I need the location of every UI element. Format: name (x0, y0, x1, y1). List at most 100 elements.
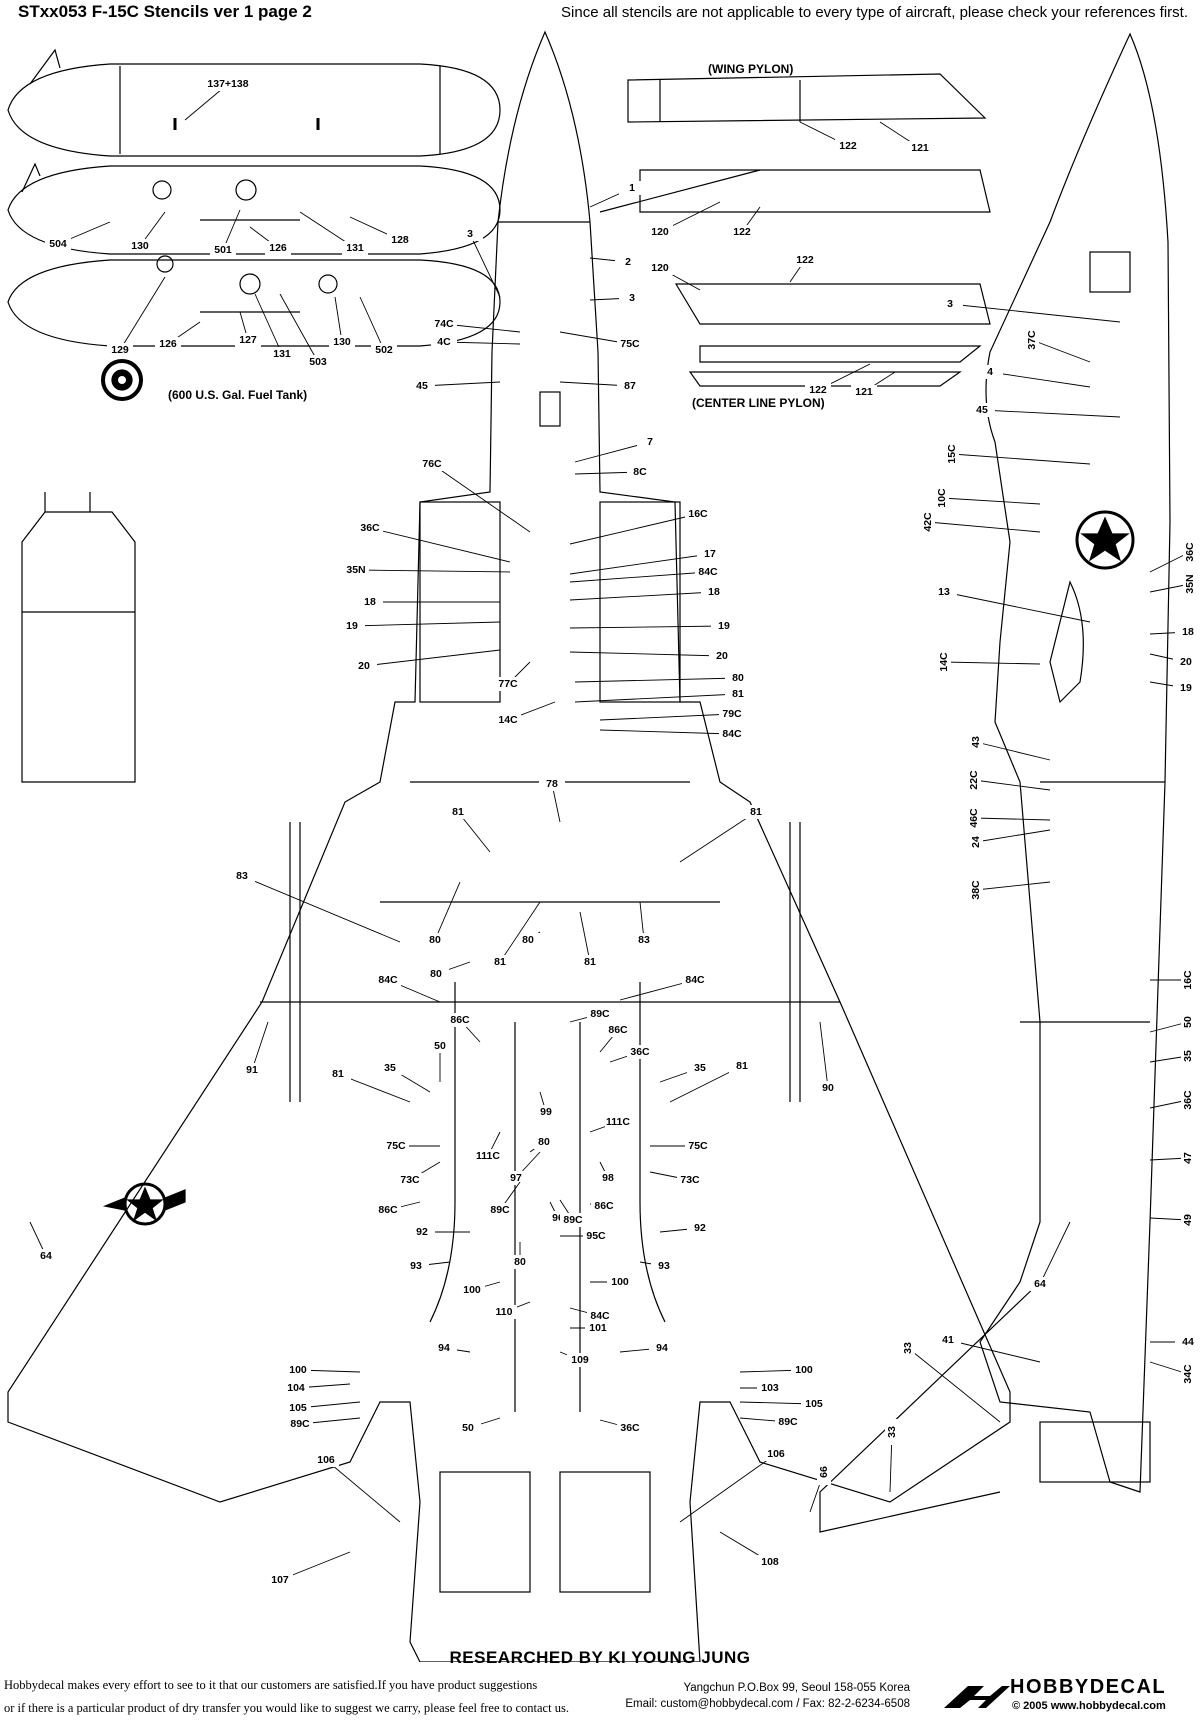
callout-148: 64 (1027, 1221, 1071, 1291)
callout-129: 42C (921, 509, 1041, 535)
callout-label: 121 (855, 386, 873, 398)
callout-13: 130 (329, 296, 355, 349)
callout-leader (569, 651, 723, 657)
callout-label-bg (431, 1341, 457, 1355)
callout-label: 50 (462, 1422, 474, 1434)
callout-label-bg (685, 507, 711, 521)
callout-leader (574, 693, 739, 703)
callout-label-bg (487, 1203, 513, 1217)
callout-leader (569, 553, 711, 575)
callout-leader (569, 625, 725, 629)
callout-label-bg (682, 973, 708, 987)
callout-19: 120 (647, 261, 701, 291)
callout-label: 89C (563, 1214, 583, 1226)
callout-label-bg (1181, 1043, 1195, 1069)
callout-64: 89C (569, 1007, 613, 1023)
callout-leader (907, 1347, 1001, 1423)
callout-label-bg (1181, 1087, 1195, 1113)
callout-22: 121 (851, 371, 896, 399)
callout-label: 76C (422, 458, 442, 470)
roundel-icon (101, 359, 143, 401)
callout-label-bg (605, 1023, 631, 1037)
callout-label-bg (409, 1225, 435, 1239)
callout-label-bg (687, 1221, 713, 1235)
hobbydecal-logo-icon (944, 1686, 1010, 1708)
callout-51: 84C (599, 727, 745, 741)
callout-label-bg (619, 181, 645, 195)
callout-label-bg (375, 1203, 401, 1217)
callout-label: 127 (239, 334, 257, 346)
callout-label: 99 (540, 1106, 552, 1118)
callout-136: 19 (1149, 681, 1199, 695)
callout-label-bg (607, 1275, 633, 1289)
callout-label: 81 (452, 806, 464, 818)
callout-61: 80 (423, 961, 471, 981)
callout-label-bg (409, 379, 435, 393)
callout-label: 137+138 (207, 78, 248, 90)
callout-label-bg (269, 347, 295, 361)
callout-label-bg (1173, 681, 1199, 695)
callout-104: 94 (619, 1341, 675, 1355)
callout-label: 92 (694, 1222, 706, 1234)
callout-leader (254, 293, 283, 355)
callout-label-bg (697, 547, 723, 561)
callout-12: 503 (279, 293, 331, 369)
callout-label-bg (531, 1135, 557, 1149)
callout-label-bg (651, 1259, 677, 1273)
callout-56: 80 (422, 881, 461, 947)
callout-label: 78 (546, 778, 558, 790)
callout-label: 4 (987, 366, 993, 378)
callout-label: 33 (902, 1342, 914, 1354)
callout-label-bg (792, 253, 818, 267)
callout-leader (981, 409, 1121, 418)
callout-label: 120 (651, 262, 669, 274)
callout-118: 108 (719, 1531, 783, 1569)
callout-29: 75C (559, 331, 643, 351)
callout-84: 73C (649, 1171, 703, 1187)
callout-62: 84C (375, 973, 441, 1003)
callout-label: 103 (761, 1382, 779, 1394)
callout-8: 129 (107, 276, 166, 357)
footer-email-fax: Email: custom@hobbydecal.com / Fax: 82-2… (625, 1698, 910, 1710)
callout-label-bg (1175, 1335, 1200, 1349)
callout-label-bg (901, 1335, 915, 1361)
callout-label-bg (265, 241, 291, 255)
callout-39: 84C (569, 565, 721, 583)
callout-label: 24 (970, 836, 982, 848)
callout-31: 87 (559, 379, 643, 393)
callout-115: 106 (313, 1453, 401, 1523)
callout-114: 36C (599, 1419, 643, 1435)
callout-leader (941, 497, 1041, 505)
callout-label-bg (775, 1415, 801, 1429)
callout-leader (975, 741, 1051, 761)
callout-label: 46C (968, 808, 980, 828)
callout-label: 84C (722, 728, 742, 740)
callout-label-bg (757, 1555, 783, 1569)
callout-leader (975, 829, 1051, 843)
callout-label-bg (921, 509, 935, 535)
callout-label-bg (817, 1459, 831, 1485)
callout-label-bg (945, 441, 959, 467)
callout-116: 106 (679, 1447, 789, 1523)
callout-label: 79C (722, 708, 742, 720)
callout-label: 89C (490, 1204, 510, 1216)
callout-label-bg (495, 713, 521, 727)
callout-135: 14C (937, 649, 1041, 675)
callout-68: 91 (239, 1021, 269, 1077)
callout-label: 109 (571, 1354, 589, 1366)
callout-95: 80 (507, 1242, 533, 1269)
callout-32: 7 (574, 435, 663, 463)
callout-label-bg (757, 1381, 783, 1395)
callout-103: 109 (559, 1351, 593, 1367)
callout-119: 66 (809, 1459, 831, 1513)
callout-label: 131 (273, 348, 291, 360)
callout-leader (499, 901, 541, 963)
callout-113: 50 (455, 1417, 501, 1435)
callout-leader (947, 1339, 1041, 1363)
callout-label-bg (801, 1397, 827, 1411)
callout-label: 122 (796, 254, 814, 266)
callout-41: 18 (569, 585, 727, 601)
callout-label: 81 (736, 1060, 748, 1072)
callout-leader (325, 1459, 401, 1523)
callout-52: 78 (539, 777, 565, 823)
